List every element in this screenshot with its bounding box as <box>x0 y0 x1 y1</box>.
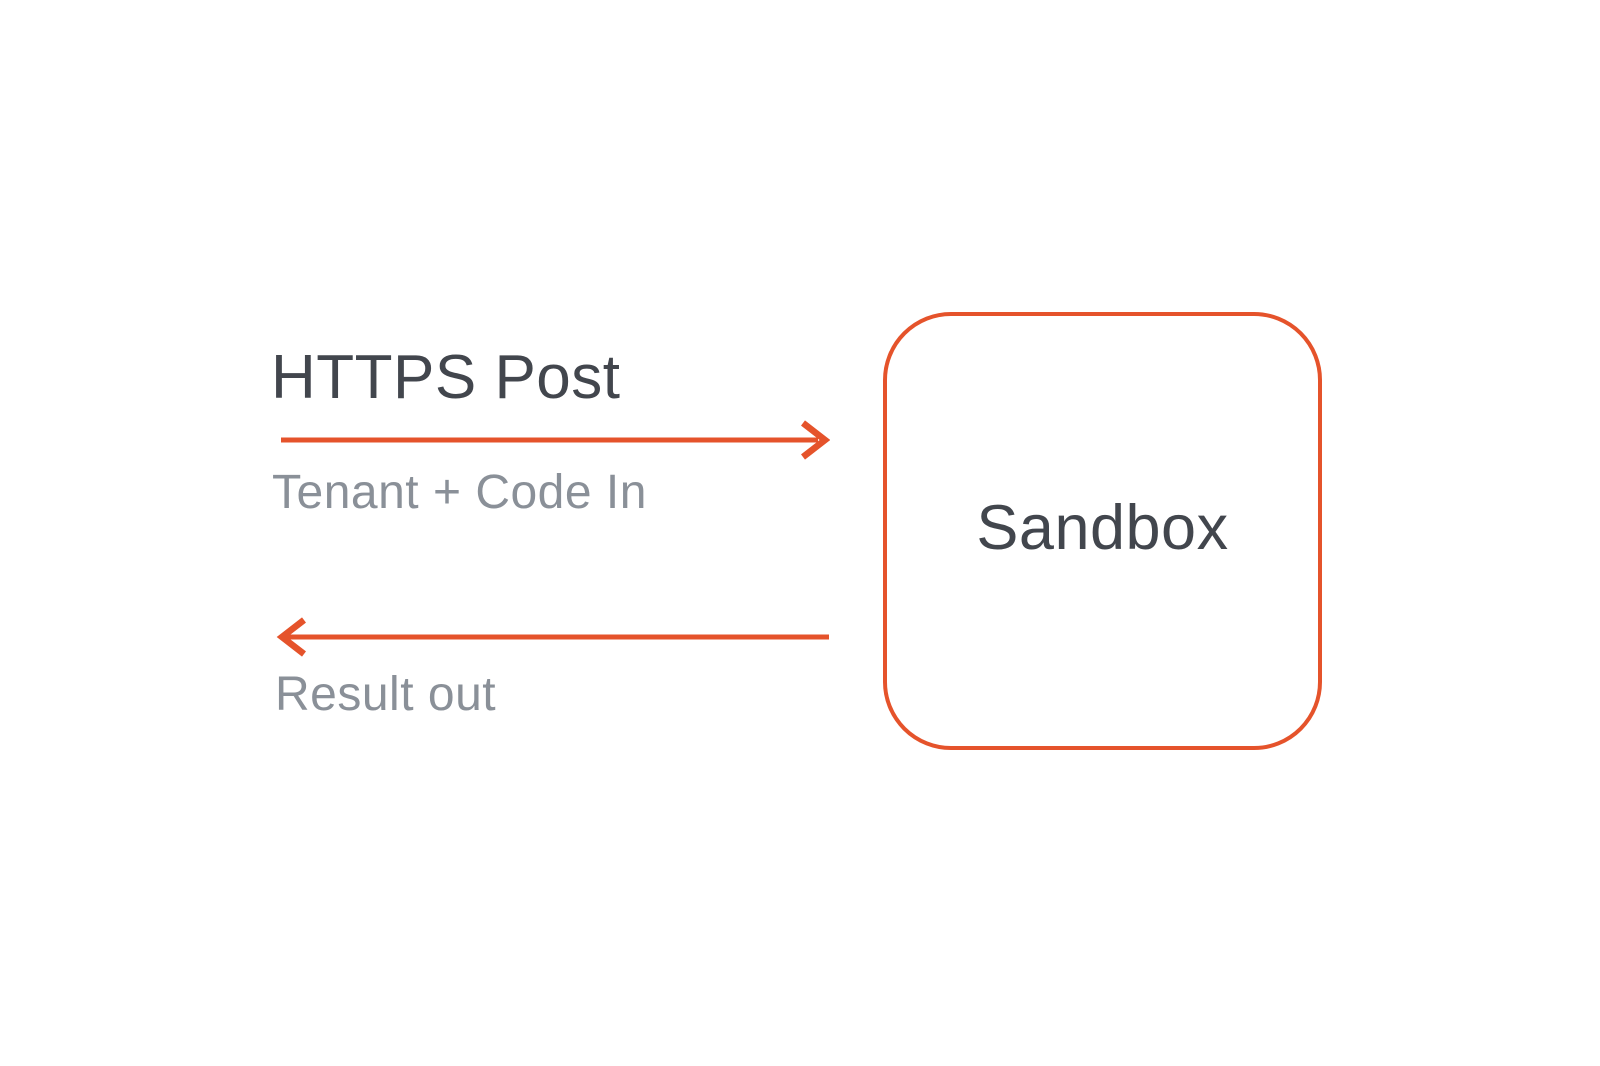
right-arrow-icon <box>281 420 830 460</box>
response-label: Result out <box>275 668 497 721</box>
request-label: Tenant + Code In <box>272 466 647 519</box>
left-arrow-icon <box>276 617 829 657</box>
sandbox-node-label: Sandbox <box>976 492 1229 563</box>
sandbox-node: Sandbox <box>883 312 1322 750</box>
request-title: HTTPS Post <box>271 343 621 412</box>
